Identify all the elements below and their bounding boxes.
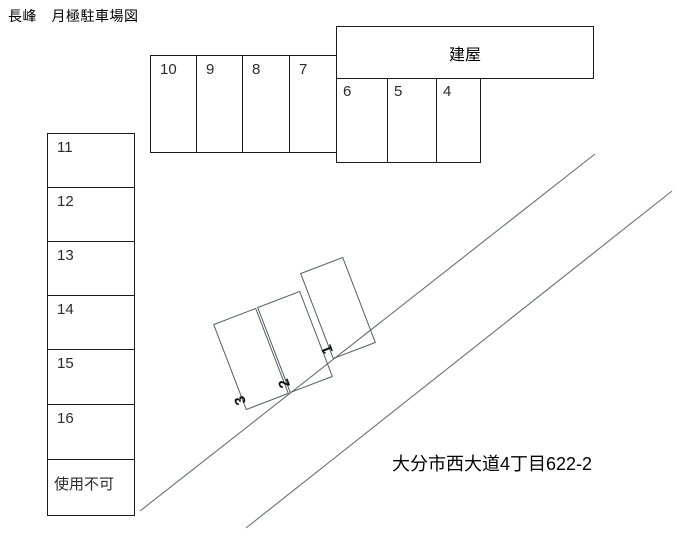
stall-6[interactable]: 6: [336, 78, 388, 163]
stall-5-label: 5: [394, 83, 403, 100]
stall-13[interactable]: 13: [47, 241, 135, 296]
stall-9[interactable]: 9: [196, 55, 243, 153]
stall-14[interactable]: 14: [47, 295, 135, 350]
stall-4-label: 4: [443, 83, 452, 100]
stall-4[interactable]: 4: [436, 78, 481, 163]
building-label: 建屋: [448, 46, 481, 64]
stall-16-label: 16: [57, 410, 74, 427]
page-title: 長峰 月極駐車場図: [8, 8, 139, 24]
stall-15-label: 15: [57, 355, 74, 372]
stall-11-label: 11: [57, 139, 73, 156]
stall-unusable-label: 使用不可: [54, 476, 115, 493]
stall-10-label: 10: [160, 61, 177, 78]
stall-15[interactable]: 15: [47, 349, 135, 405]
stall-8-label: 8: [252, 61, 261, 78]
stall-6-label: 6: [343, 83, 352, 100]
stall-unusable[interactable]: 使用不可: [47, 459, 135, 516]
address-caption: 大分市西大道4丁目622-2: [392, 454, 593, 474]
building-block: 建屋: [336, 26, 594, 79]
stall-1-label: 1: [318, 342, 338, 357]
stall-12-label: 12: [57, 193, 74, 210]
stall-14-label: 14: [57, 301, 74, 318]
stall-3-label: 3: [231, 393, 251, 408]
stall-10[interactable]: 10: [150, 55, 197, 153]
stall-8[interactable]: 8: [242, 55, 290, 153]
stall-13-label: 13: [57, 247, 74, 264]
stall-7-label: 7: [299, 61, 308, 78]
stall-16[interactable]: 16: [47, 404, 135, 460]
stall-5[interactable]: 5: [387, 78, 437, 163]
stall-11[interactable]: 11: [47, 133, 135, 188]
stall-12[interactable]: 12: [47, 187, 135, 242]
stall-7[interactable]: 7: [289, 55, 337, 153]
stall-9-label: 9: [206, 61, 215, 78]
